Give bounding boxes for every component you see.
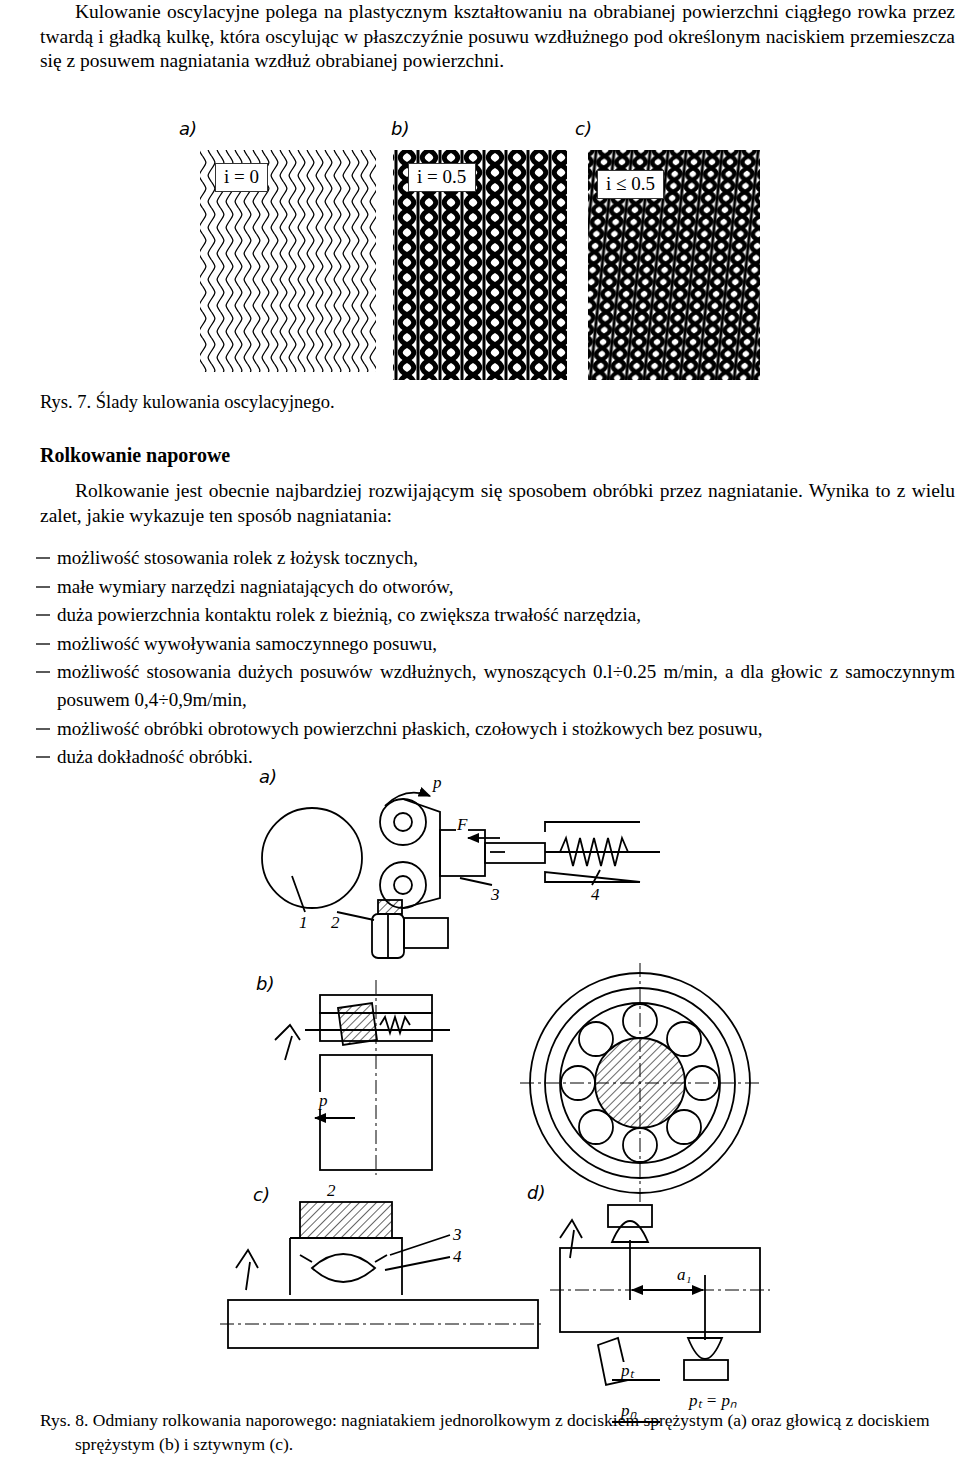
panel-letter: b) [390,120,410,138]
index-value: i = 0.5 [409,164,474,191]
paragraph: Kulowanie oscylacyjne polega na plastycz… [40,0,955,74]
callout-number: 1 [298,914,309,931]
force-symbol: pₜ [620,1362,635,1379]
bullet-item: możliwość obróbki obrotowych powierzchni… [57,715,955,743]
figure-b [275,963,760,1203]
dimension-label: a₁ [676,1266,692,1283]
paragraph: Rolkowanie jest obecnie najbardziej rozw… [40,479,955,528]
bullet-item: duża powierzchnia kontaktu rolek z bieżn… [57,601,955,629]
figure-caption: Rys. 7. Ślady kulowania oscylacyjnego. [40,390,335,414]
bullet-item: możliwość stosowania dużych posuwów wzdł… [57,658,955,714]
force-symbol: p [432,774,443,791]
panel-letter: c) [574,120,593,138]
force-symbol: p [318,1092,329,1109]
bullet-item: małe wymiary narzędzi nagniatających do … [57,573,955,601]
pattern-a [200,150,376,372]
figure-d [550,1205,770,1422]
figure-c [220,1202,545,1348]
index-value: i ≤ 0.5 [598,171,663,198]
panel-letter: a) [178,120,198,138]
callout-number: 4 [590,886,601,903]
callout-number: 4 [452,1248,463,1265]
callout-number: 3 [490,886,501,903]
force-equation: pₜ = pₙ [688,1392,738,1409]
callout-number: 2 [326,1182,337,1199]
pattern-b [393,150,567,380]
index-box: i = 0.5 [408,163,476,192]
index-value: i = 0 [216,164,267,191]
index-box: i = 0 [215,163,268,192]
panel-letter: c) [252,1186,271,1204]
bullet-item: możliwość stosowania rolek z łożysk tocz… [57,544,955,572]
panel-letter: d) [526,1184,546,1202]
pattern-c [588,150,760,380]
force-symbol: F [456,816,468,833]
section-heading: Rolkowanie naporowe [40,443,230,467]
figure-a [262,793,660,958]
bullet-dashes [36,558,50,757]
bullet-item: możliwość wywoływania samoczynnego posuw… [57,630,955,658]
callout-number: 3 [452,1226,463,1243]
callout-number: 2 [330,914,341,931]
index-box: i ≤ 0.5 [597,170,664,199]
bullet-item: duża dokładność obróbki. [57,743,955,771]
panel-letter: a) [258,768,278,786]
panel-letter: b) [255,975,275,993]
figure-caption: Rys. 8. Odmiany rolkowania naporowego: n… [40,1408,960,1456]
